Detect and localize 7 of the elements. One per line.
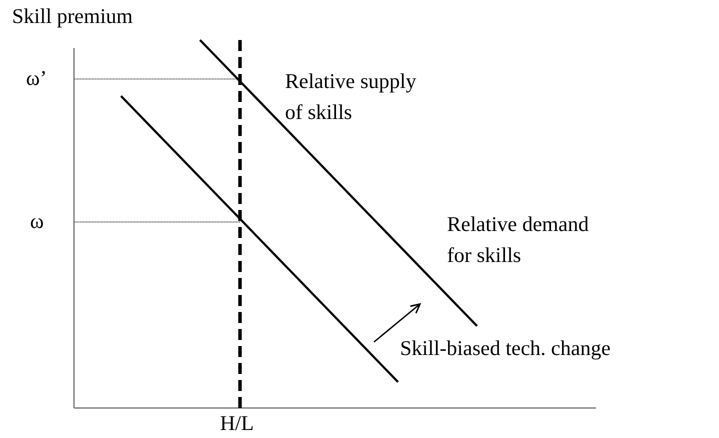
axis-label: H/L bbox=[220, 410, 255, 437]
curve-label: Relative supply of skills bbox=[285, 68, 418, 126]
curve-label: Relative demand for skills bbox=[447, 211, 590, 269]
axis-label: ω’ bbox=[26, 65, 48, 92]
axis-title: Skill premium bbox=[12, 3, 134, 30]
axis-label: ω bbox=[30, 208, 45, 235]
curve-label: Skill-biased tech. change bbox=[400, 335, 612, 362]
